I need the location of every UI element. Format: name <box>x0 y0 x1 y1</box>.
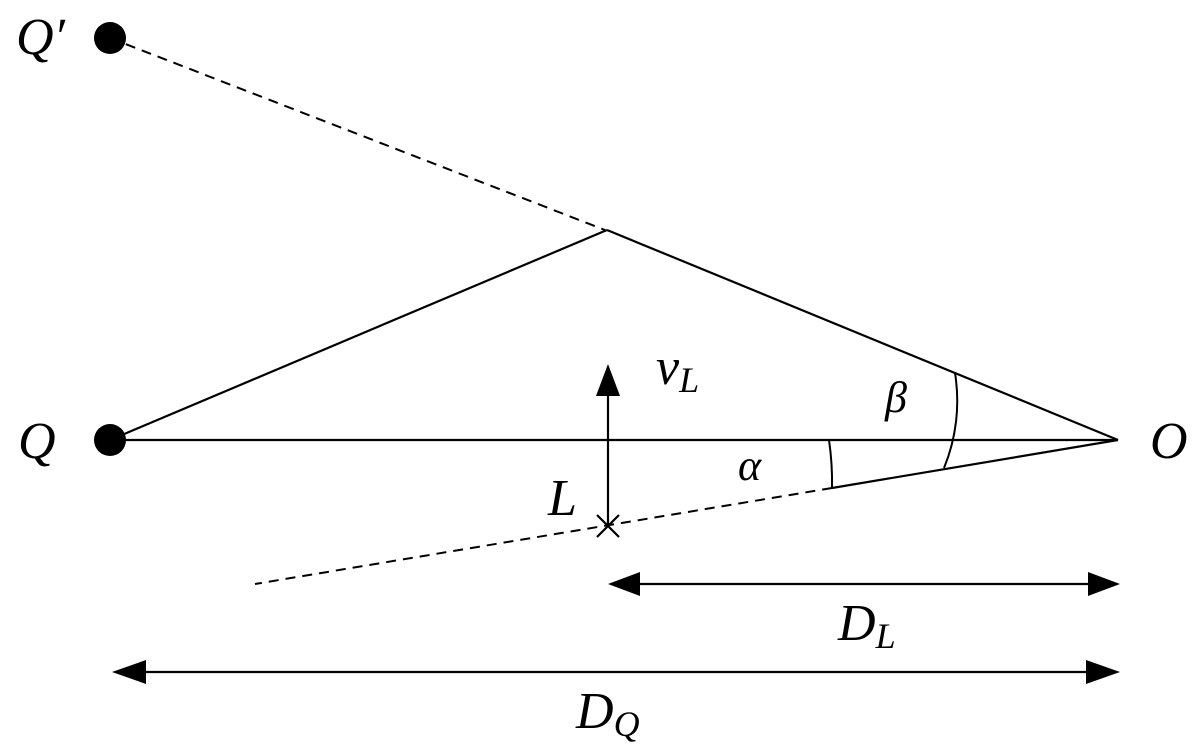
lens-line-dashed <box>254 487 833 585</box>
velocity-subscript: L <box>678 360 699 400</box>
beta-angle-arc <box>943 372 959 469</box>
dq-subscript: Q <box>614 704 640 744</box>
alpha-label: α <box>738 441 762 490</box>
q-prime-label: Q′ <box>16 9 67 66</box>
dl-arrowhead-right <box>1088 572 1120 596</box>
velocity-label: vL <box>656 339 699 400</box>
o-label: O <box>1150 413 1188 470</box>
q-label: Q <box>18 413 56 470</box>
q-point <box>94 424 126 456</box>
alpha-angle-arc <box>828 439 834 489</box>
dq-arrowhead-left <box>112 660 146 684</box>
dl-label: DL <box>837 595 896 656</box>
light-path-deflection-to-o <box>606 228 1119 442</box>
dq-label: DQ <box>575 683 640 744</box>
dl-symbol: D <box>837 595 876 652</box>
dq-symbol: D <box>575 683 614 740</box>
lens-line-solid <box>831 438 1119 490</box>
beta-label: β <box>884 373 907 422</box>
velocity-arrowhead <box>596 364 620 396</box>
light-path-q-to-deflection <box>109 228 608 442</box>
l-label: L <box>547 470 577 527</box>
dl-subscript: L <box>875 616 896 656</box>
q-prime-point <box>94 22 126 54</box>
velocity-symbol: v <box>656 339 680 396</box>
dashed-line-to-q-prime <box>109 37 606 231</box>
dl-arrowhead-left <box>608 572 640 596</box>
dq-arrowhead-right <box>1086 660 1120 684</box>
